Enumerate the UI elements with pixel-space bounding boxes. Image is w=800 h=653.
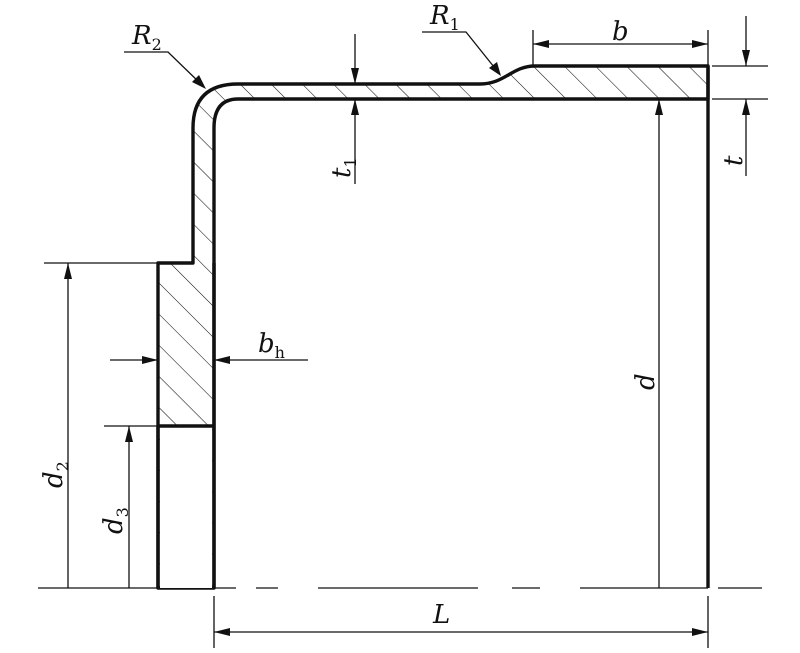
dimension-d3 xyxy=(104,425,158,588)
label-d: d xyxy=(631,373,661,390)
label-d3: d3 xyxy=(99,507,132,534)
dimension-d2 xyxy=(44,262,158,588)
leader-R1 xyxy=(422,31,501,76)
label-L: L xyxy=(432,600,450,630)
label-bh: bh xyxy=(258,329,285,362)
bore-mask xyxy=(160,426,212,588)
dimension-t1 xyxy=(351,34,359,184)
part-section xyxy=(156,64,710,590)
dimension-L xyxy=(213,596,709,648)
dimension-bh xyxy=(110,356,308,364)
label-R2: R2 xyxy=(131,21,162,54)
dimension-t xyxy=(712,16,768,176)
label-t1: t1 xyxy=(327,157,360,178)
dimension-b xyxy=(532,30,709,66)
label-b: b xyxy=(612,17,629,47)
dimension-d xyxy=(655,99,663,588)
label-R1: R1 xyxy=(429,1,460,34)
label-t: t xyxy=(719,155,749,166)
leader-R2 xyxy=(124,51,206,89)
label-d2: d2 xyxy=(39,461,72,488)
